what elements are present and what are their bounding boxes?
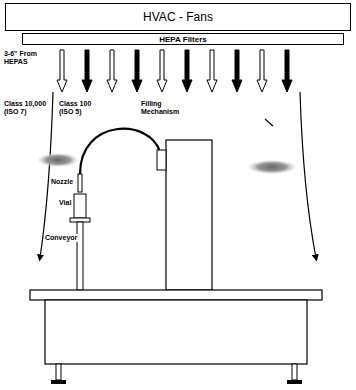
table-foot [287, 380, 302, 384]
hepa-filter-bar: HEPA Filters [22, 33, 344, 45]
conveyor-stand [77, 222, 83, 290]
box-label: HEPA Filters [159, 35, 207, 44]
table-top [30, 290, 322, 300]
airflow-arrow [132, 50, 142, 92]
hvac-box: HVAC - Fans [5, 3, 351, 31]
airflow-arrow [207, 50, 217, 92]
hose-connector [157, 150, 166, 170]
part-label: Vial [58, 199, 72, 207]
airflow-arrow [107, 50, 117, 92]
table-leg [56, 364, 61, 380]
table-body [45, 300, 307, 364]
airflow-arrow [82, 50, 92, 92]
table-leg [292, 364, 297, 380]
airflow-arrow [257, 50, 267, 92]
table-foot [51, 380, 66, 384]
airflow-arrows [57, 50, 292, 92]
airflow-arrow [57, 50, 67, 92]
nozzle [78, 174, 82, 192]
zone-label: Class 10,000 (ISO 7) [3, 100, 49, 116]
airflow-arrow [282, 50, 292, 92]
part-label: Filling Mechanism [140, 100, 194, 116]
hose [80, 129, 160, 174]
airflow-arrow [232, 50, 242, 92]
airflow-arrow [182, 50, 192, 92]
particle-spray [248, 160, 296, 174]
zone-label: Class 100 (ISO 5) [58, 100, 100, 116]
vial [74, 194, 86, 218]
air-curve [300, 92, 316, 258]
part-label: Conveyor [44, 234, 78, 242]
distance-note: 3-6" From HEPAS [3, 50, 49, 66]
airflow-arrow [157, 50, 167, 92]
conveyor [70, 218, 90, 222]
tick-mark [265, 119, 273, 126]
filling-mechanism [166, 140, 212, 290]
part-label: Nozzle [50, 178, 74, 186]
particle-spray [38, 153, 78, 167]
box-label: HVAC - Fans [143, 10, 213, 24]
